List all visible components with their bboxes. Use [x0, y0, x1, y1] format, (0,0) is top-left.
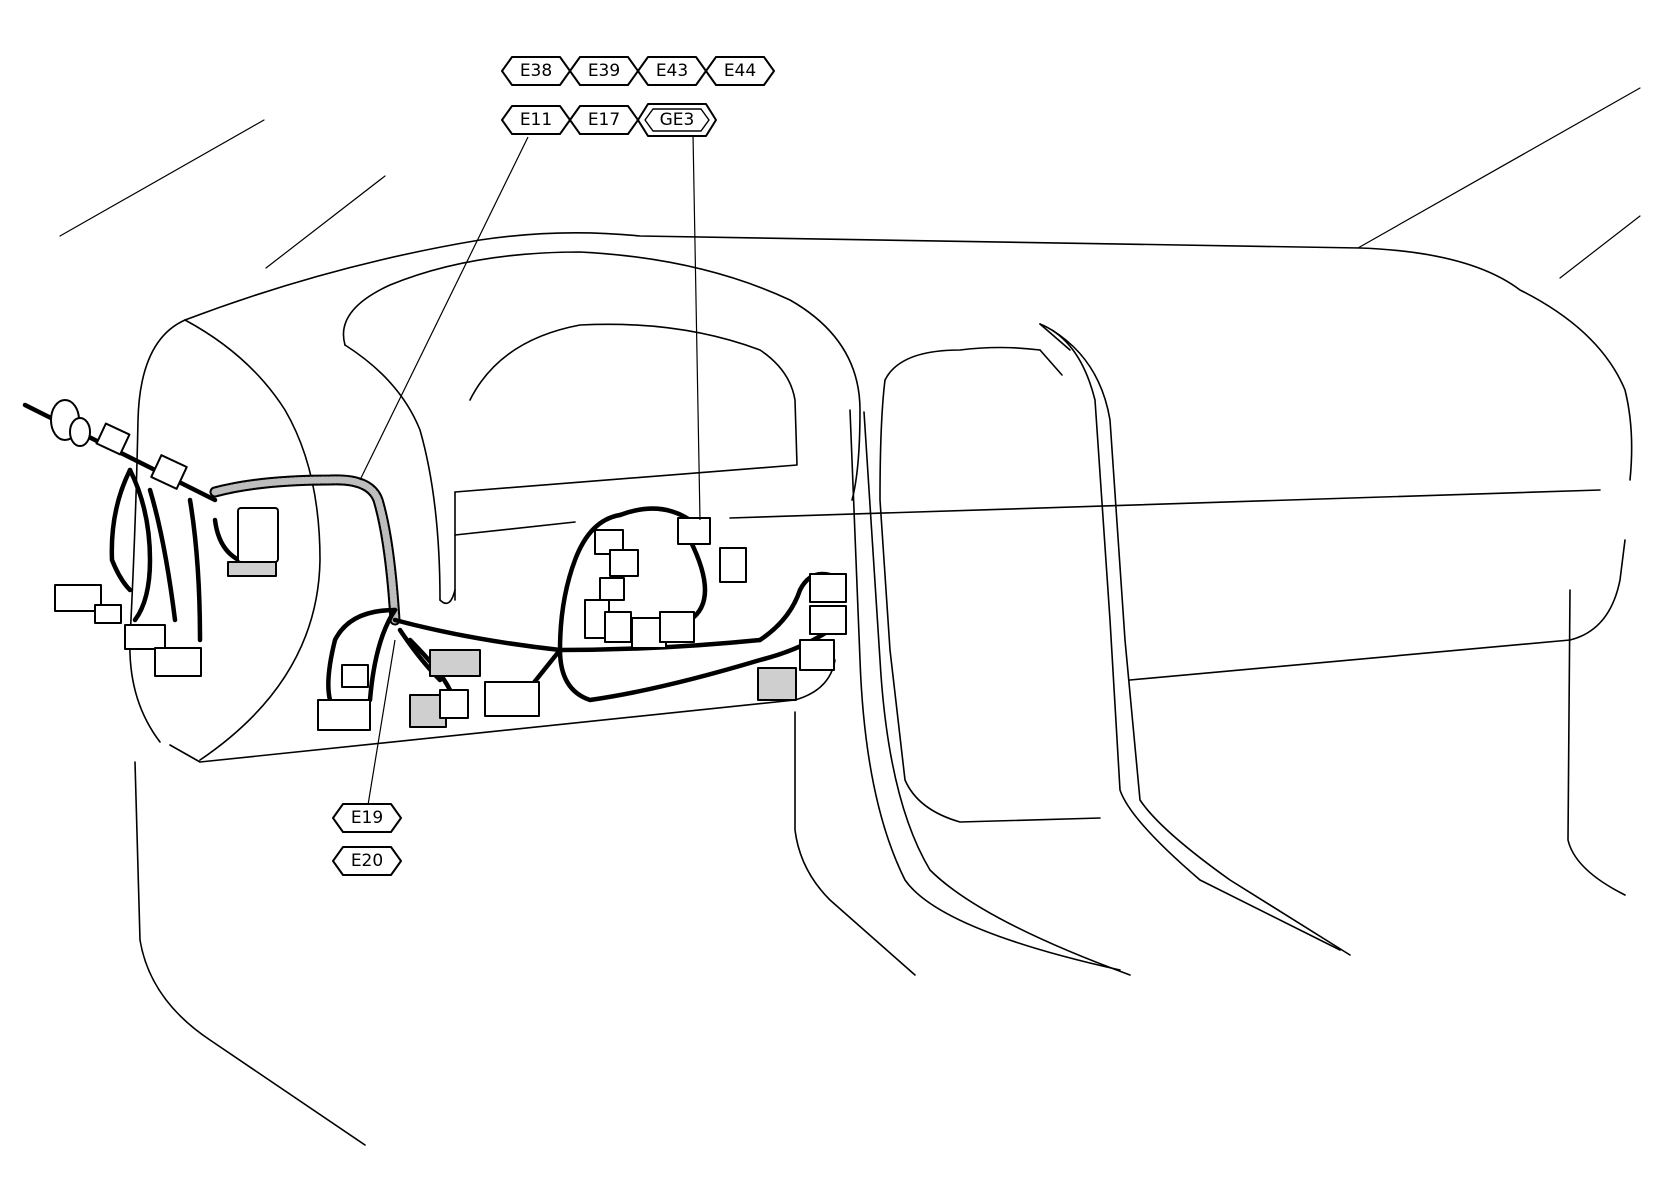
tag-e39: E39 — [569, 56, 639, 86]
tag-label: E19 — [351, 808, 383, 828]
tag-label: E38 — [520, 61, 552, 81]
tag-ge3: GE3 — [637, 103, 717, 137]
tag-e17: E17 — [569, 105, 639, 135]
tag-e44: E44 — [705, 56, 775, 86]
grommet — [50, 399, 91, 447]
tag-e19: E19 — [332, 803, 402, 833]
tag-label: E39 — [588, 61, 620, 81]
tag-e43: E43 — [637, 56, 707, 86]
tag-e11: E11 — [501, 105, 571, 135]
connectors — [54, 422, 847, 731]
tag-label: E43 — [656, 61, 688, 81]
tag-label: E17 — [588, 110, 620, 130]
tag-label: E44 — [724, 61, 756, 81]
dashboard-outline — [59, 87, 1641, 1146]
wiring-harness — [22, 402, 833, 703]
tag-label: E11 — [520, 110, 552, 130]
tag-label: E20 — [351, 851, 383, 871]
tag-e38: E38 — [501, 56, 571, 86]
tag-label: GE3 — [660, 110, 695, 130]
tag-e20: E20 — [332, 846, 402, 876]
leader-lines — [359, 133, 701, 806]
